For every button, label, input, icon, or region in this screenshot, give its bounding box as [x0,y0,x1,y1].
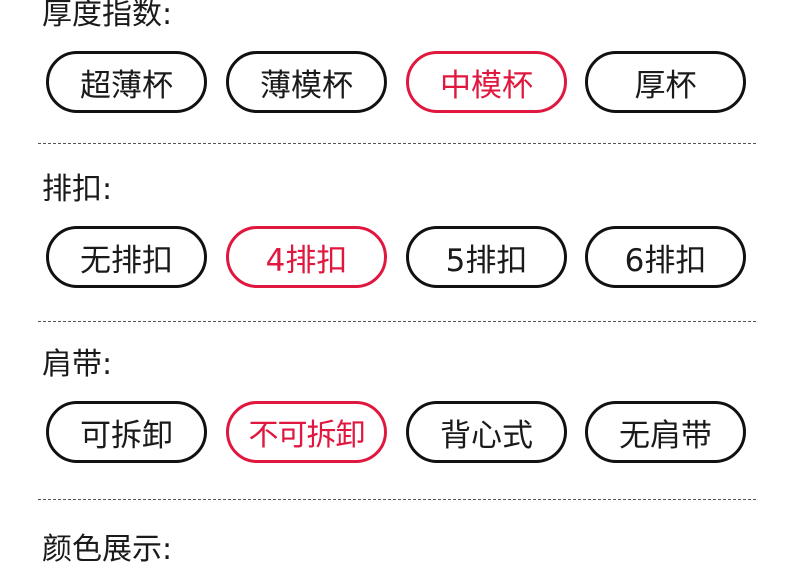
option-5-hooks[interactable]: 5排扣 [406,226,567,288]
option-detachable[interactable]: 可拆卸 [46,401,207,463]
divider [38,321,756,322]
option-vest-style[interactable]: 背心式 [406,401,567,463]
option-strapless[interactable]: 无肩带 [585,401,746,463]
option-6-hooks[interactable]: 6排扣 [585,226,746,288]
option-thin-mold-cup[interactable]: 薄模杯 [226,51,387,113]
section-label-straps: 肩带: [42,347,113,382]
divider [38,499,756,500]
option-thick-cup[interactable]: 厚杯 [585,51,746,113]
option-ultra-thin-cup[interactable]: 超薄杯 [46,51,207,113]
section-label-thickness: 厚度指数: [42,0,173,32]
option-medium-mold-cup[interactable]: 中模杯 [406,51,567,113]
option-4-hooks[interactable]: 4排扣 [226,226,387,288]
option-non-detachable[interactable]: 不可拆卸 [226,401,387,463]
option-no-hooks[interactable]: 无排扣 [46,226,207,288]
divider [38,143,756,144]
section-label-colors: 颜色展示: [42,532,173,567]
section-label-hooks: 排扣: [42,172,113,207]
